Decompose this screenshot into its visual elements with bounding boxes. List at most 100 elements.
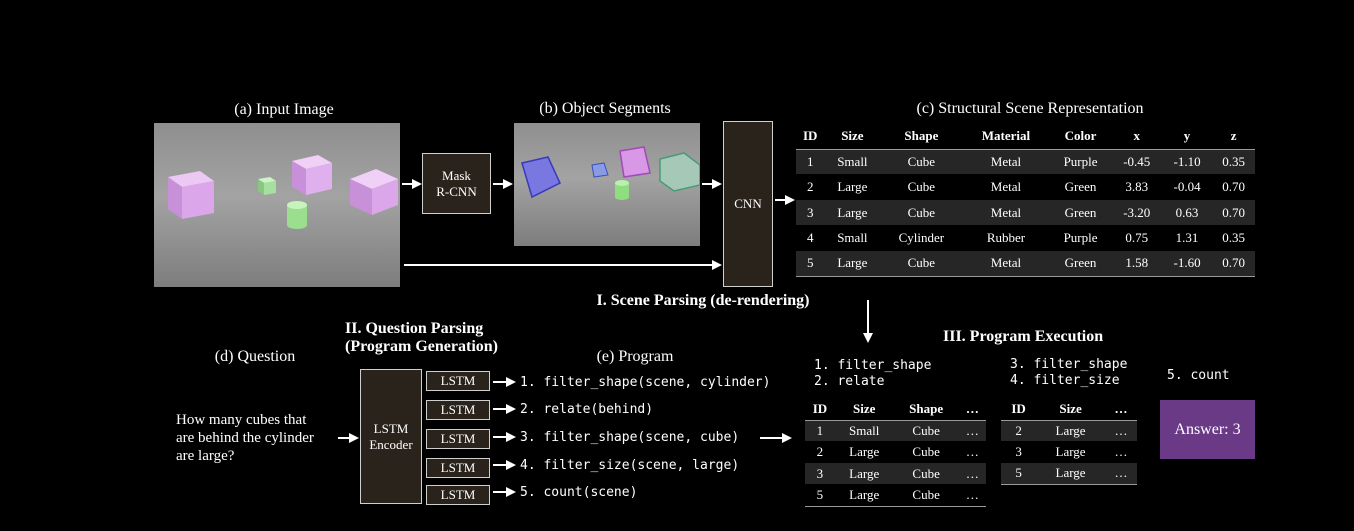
cell: Purple bbox=[1063, 230, 1098, 245]
cell: Metal bbox=[990, 179, 1022, 194]
cell: Cube bbox=[880, 200, 963, 225]
cell: Cube bbox=[893, 484, 959, 507]
scene-table-header: ID Size Shape Material Color x y z bbox=[796, 123, 1255, 150]
mask-rcnn-module: Mask R-CNN bbox=[422, 153, 491, 214]
purple-cube-left bbox=[168, 171, 214, 219]
scene-col-id: ID bbox=[796, 123, 825, 150]
cell: 3.83 bbox=[1125, 179, 1149, 194]
segment-blue-cube bbox=[521, 156, 561, 199]
cell: 0.63 bbox=[1161, 200, 1213, 225]
cnn-label: CNN bbox=[734, 196, 762, 211]
cell: Small bbox=[834, 420, 894, 441]
exec-step-3: 3. filter_shape bbox=[1010, 357, 1128, 372]
cell: Small bbox=[824, 149, 881, 174]
cell: Large bbox=[849, 444, 880, 459]
input-image bbox=[154, 123, 400, 287]
cell: 0.70 bbox=[1222, 179, 1245, 194]
cnn-module: CNN bbox=[723, 121, 773, 287]
cell: 0.35 bbox=[1212, 149, 1255, 174]
lstm-encoder-label-1: LSTM bbox=[373, 420, 409, 436]
lstm-cell-2: LSTM bbox=[426, 400, 490, 420]
cell: Small bbox=[837, 230, 868, 245]
cell: … bbox=[958, 420, 986, 441]
exec-b-col-id: ID bbox=[1001, 398, 1037, 421]
exec-a-col-size: Size bbox=[834, 398, 894, 421]
object-segments-image bbox=[514, 123, 701, 246]
purple-cube-right bbox=[350, 169, 398, 215]
stage-program-execution: III. Program Execution bbox=[943, 328, 1104, 345]
green-cylinder bbox=[287, 201, 307, 229]
cell: … bbox=[965, 444, 979, 459]
stage-scene-parsing: I. Scene Parsing (de-rendering) bbox=[596, 292, 810, 309]
caption-scene-representation: (c) Structural Scene Representation bbox=[916, 100, 1144, 117]
green-cube-small bbox=[258, 177, 276, 195]
cell: Cube bbox=[893, 420, 959, 441]
exec-step-4: 4. filter_size bbox=[1010, 373, 1120, 388]
cell: Large bbox=[1055, 444, 1086, 459]
cell: 1 bbox=[796, 149, 825, 174]
lstm-cell-label: LSTM bbox=[440, 402, 476, 417]
exec-b-col-size: Size bbox=[1036, 398, 1105, 421]
cell: Cube bbox=[880, 149, 963, 174]
cell: Purple bbox=[1049, 149, 1112, 174]
cell: 0.70 bbox=[1212, 200, 1255, 225]
program-step-5: 5. count(scene) bbox=[520, 485, 638, 500]
cell: Large bbox=[1036, 463, 1105, 485]
lstm-encoder-module: LSTM Encoder bbox=[360, 369, 422, 504]
program-step-2: 2. relate(behind) bbox=[520, 402, 654, 417]
answer-label: Answer: 3 bbox=[1174, 420, 1241, 438]
cell: 3 bbox=[805, 463, 835, 484]
question-line-1: How many cubes that bbox=[176, 412, 307, 428]
cell: 3 bbox=[796, 200, 825, 225]
exec-step-5: 5. count bbox=[1167, 368, 1230, 383]
cell: Cube bbox=[912, 444, 940, 459]
cell: 4 bbox=[806, 230, 814, 245]
cell: Metal bbox=[962, 200, 1050, 225]
scene-col-shape: Shape bbox=[880, 123, 963, 150]
lstm-cell-1: LSTM bbox=[426, 371, 490, 391]
exec-a-col-shape: Shape bbox=[893, 398, 959, 421]
cell: -0.45 bbox=[1111, 149, 1162, 174]
exec-b-header: ID Size … bbox=[1001, 398, 1137, 421]
exec-a-col-more: … bbox=[958, 398, 986, 421]
scene-col-material: Material bbox=[962, 123, 1050, 150]
cell: 5 bbox=[796, 251, 825, 277]
question-line-2: are behind the cylinder bbox=[176, 430, 314, 446]
cell: Metal bbox=[962, 251, 1050, 277]
stage-question-parsing-1: II. Question Parsing bbox=[345, 320, 484, 337]
cell: Large bbox=[834, 484, 894, 507]
cell: … bbox=[1104, 463, 1137, 485]
segments-render bbox=[521, 146, 701, 200]
scene-col-x: x bbox=[1111, 123, 1162, 150]
cell: Cylinder bbox=[898, 230, 945, 245]
mask-rcnn-label-2: R-CNN bbox=[436, 183, 477, 199]
answer-box: Answer: 3 bbox=[1160, 400, 1255, 459]
cell: 0.70 bbox=[1212, 251, 1255, 277]
cell: Cube bbox=[907, 179, 936, 194]
cell: 3 bbox=[1015, 444, 1022, 459]
exec-b-col-more: … bbox=[1104, 398, 1137, 421]
exec-step-1: 1. filter_shape bbox=[814, 358, 932, 373]
lstm-encoder-label-2: Encoder bbox=[369, 436, 413, 452]
cell: Large bbox=[824, 200, 881, 225]
segment-small-blue-cube bbox=[591, 162, 609, 178]
scene-col-z: z bbox=[1212, 123, 1255, 150]
segment-green-cylinder bbox=[615, 180, 629, 200]
scene-col-color: Color bbox=[1049, 123, 1112, 150]
purple-cube-mid bbox=[292, 155, 332, 195]
cell: 1.58 bbox=[1111, 251, 1162, 277]
cell: -1.60 bbox=[1161, 251, 1213, 277]
caption-program: (e) Program bbox=[596, 348, 674, 365]
lstm-cell-3: LSTM bbox=[426, 429, 490, 449]
lstm-cell-label: LSTM bbox=[440, 487, 476, 502]
question-text: How many cubes that are behind the cylin… bbox=[176, 411, 314, 465]
stage-question-parsing-2: (Program Generation) bbox=[345, 338, 498, 355]
